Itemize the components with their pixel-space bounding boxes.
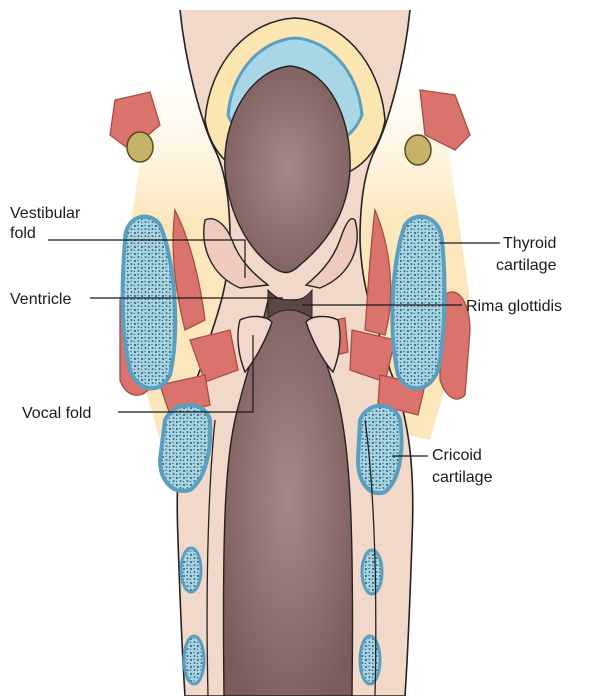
label-vocal-fold: Vocal fold: [22, 405, 91, 422]
label-cricoid-cartilage: Cricoid cartilage: [432, 447, 493, 486]
label-ventricle: Ventricle: [10, 291, 71, 308]
label-vestibular-fold: Vestibular fold: [10, 205, 85, 242]
label-rima-glottidis: Rima glottidis: [466, 298, 562, 315]
label-thyroid-cartilage: Thyroid cartilage: [496, 235, 561, 274]
